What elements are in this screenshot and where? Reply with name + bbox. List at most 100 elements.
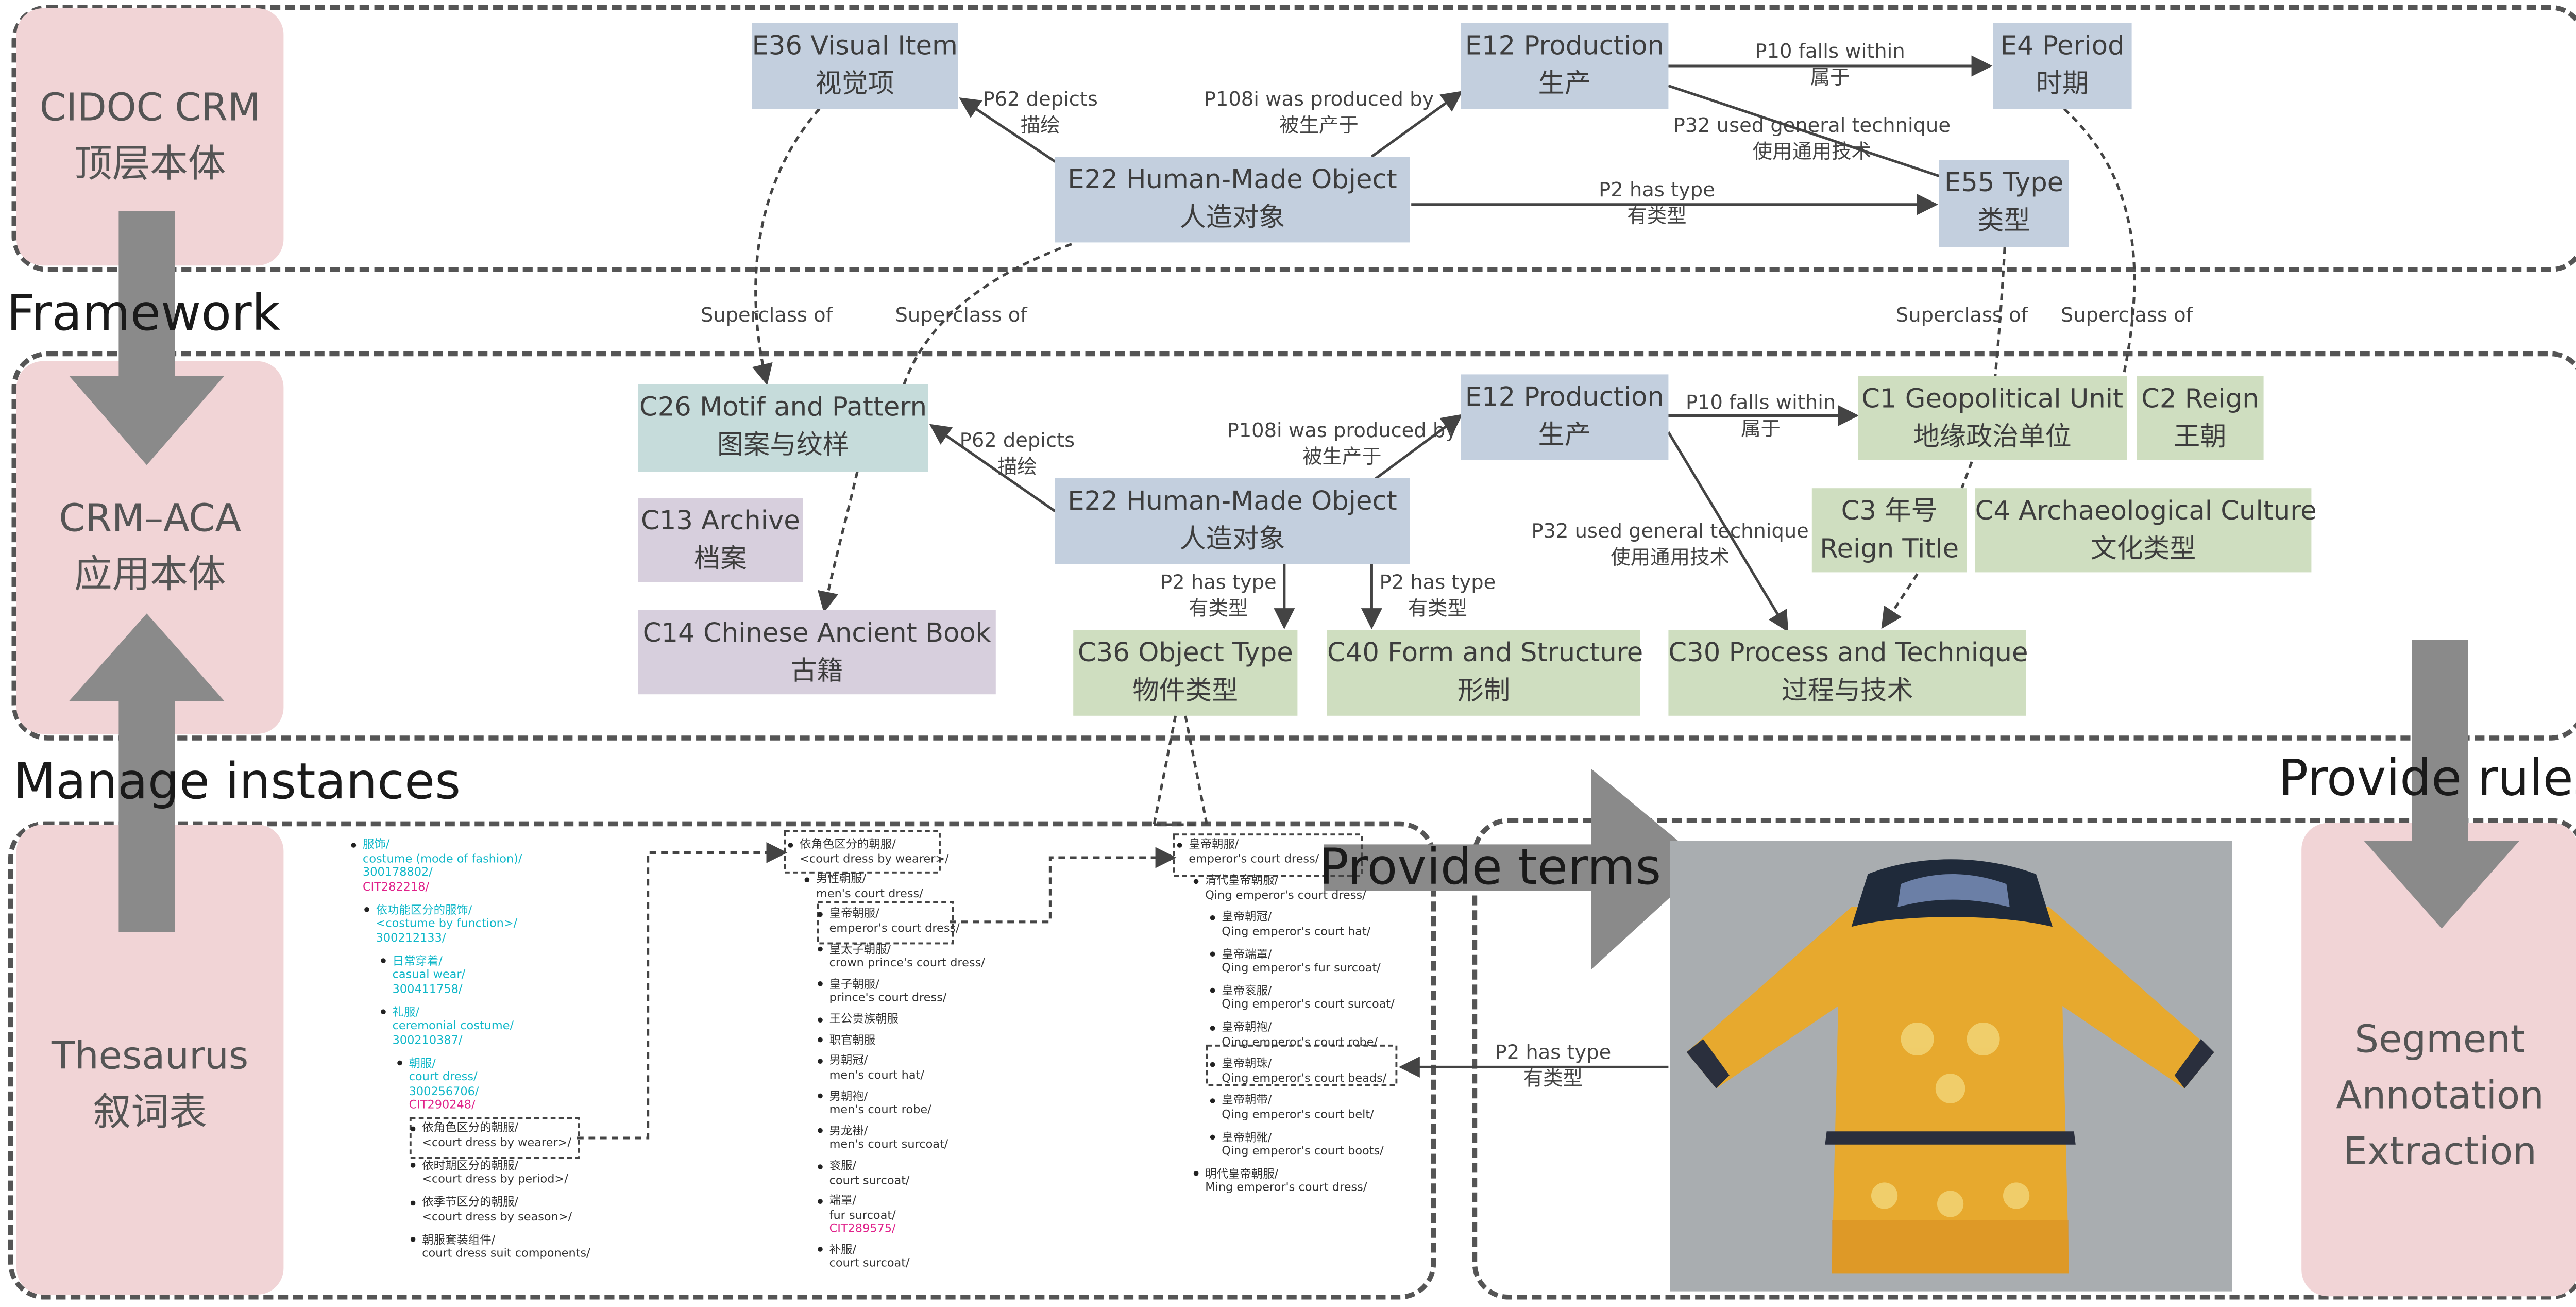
- bullet-icon: [381, 958, 386, 963]
- tree-item[interactable]: 皇帝朝珠/Qing emperor's court beads/: [1210, 1058, 1387, 1085]
- court-robe-image[interactable]: [1670, 841, 2232, 1292]
- edge-label-p108-mid-zh: 被生产于: [1302, 445, 1382, 468]
- tree-item-line: <court dress by wearer>/: [422, 1135, 571, 1149]
- tree-item[interactable]: 清代皇帝朝服/Qing emperor's court dress/: [1193, 875, 1366, 902]
- tree-item[interactable]: 朝服套装组件/court dress suit components/: [410, 1233, 590, 1261]
- edge-label-p2-top-zh: 有类型: [1627, 204, 1687, 228]
- tree-item[interactable]: 皇帝朝袍/Qing emperor's court robe/: [1210, 1021, 1378, 1049]
- tree-item-line: Qing emperor's court belt/: [1222, 1108, 1374, 1121]
- tree-item-line: 服饰/: [351, 838, 522, 852]
- tree-item[interactable]: 皇太子朝服/crown prince's court dress/: [818, 943, 985, 970]
- tree-item[interactable]: 皇帝朝带/Qing emperor's court belt/: [1210, 1094, 1374, 1122]
- node-c14-zh: 古籍: [790, 655, 843, 686]
- bullet-icon: [818, 1016, 823, 1022]
- tree-item[interactable]: 明代皇帝朝服/Ming emperor's court dress/: [1193, 1167, 1367, 1195]
- edge-label-superclass-2: Superclass of: [895, 303, 1027, 327]
- tree-item[interactable]: 日常穿着/casual wear/300411758/: [381, 954, 465, 996]
- tree-item-line: men's court hat/: [829, 1068, 924, 1082]
- tree-item-line: Qing emperor's court robe/: [1222, 1035, 1378, 1048]
- tree-item[interactable]: 男性朝服/men's court dress/: [804, 873, 923, 900]
- tree-item[interactable]: 皇帝衮服/Qing emperor's court surcoat/: [1210, 984, 1395, 1012]
- bullet-icon: [351, 842, 357, 847]
- bullet-icon: [1210, 988, 1215, 994]
- segment-line-3: Extraction: [2343, 1131, 2537, 1175]
- tree-item-line: Qing emperor's fur surcoat/: [1222, 961, 1381, 975]
- bullet-icon: [410, 1126, 416, 1131]
- node-c14-ancient-book: C14 Chinese Ancient Book 古籍: [638, 610, 996, 695]
- bullet-icon: [818, 947, 823, 952]
- tree-item[interactable]: 依角色区分的朝服/<court dress by wearer>/: [410, 1121, 571, 1149]
- thesaurus-title: Thesaurus: [52, 1035, 249, 1078]
- tree-item[interactable]: 衮服/court surcoat/: [818, 1160, 910, 1187]
- tree-item-line: 清代皇帝朝服/: [1193, 875, 1366, 889]
- tree-item-line: 依功能区分的服饰/: [364, 903, 517, 917]
- node-c14-en: C14 Chinese Ancient Book: [642, 616, 991, 648]
- tree-item-line: 皇帝朝珠/: [1210, 1058, 1387, 1071]
- node-c40-en: C40 Form and Structure: [1327, 636, 1643, 668]
- tree-item[interactable]: 依季节区分的朝服/<court dress by season>/: [410, 1196, 572, 1224]
- edge-label-p2-photo-en: P2 has type: [1495, 1041, 1612, 1064]
- tree-item-line: Qing emperor's court surcoat/: [1222, 998, 1395, 1012]
- node-c2-en: C2 Reign: [2141, 382, 2259, 414]
- tree-item-line: 皇太子朝服/: [818, 943, 985, 957]
- cidoc-band: [11, 5, 2576, 273]
- tree-item[interactable]: 男龙褂/men's court surcoat/: [818, 1125, 948, 1152]
- edge-label-superclass-4: Superclass of: [2060, 303, 2193, 327]
- tree-item[interactable]: 皇帝朝靴/Qing emperor's court boots/: [1210, 1131, 1384, 1159]
- thesaurus-band: [8, 821, 1436, 1300]
- tree-item-line: 皇帝朝带/: [1210, 1094, 1374, 1108]
- bullet-icon: [410, 1163, 416, 1168]
- tree-item-line: Ming emperor's court dress/: [1205, 1181, 1367, 1195]
- bullet-icon: [818, 1247, 823, 1253]
- tree-item[interactable]: 端罩/fur surcoat/CIT289575/: [818, 1194, 896, 1236]
- tree-item-line: <court dress by season>/: [422, 1210, 572, 1223]
- tree-item-line: fur surcoat/: [829, 1208, 896, 1222]
- tree-item-line: 皇帝衮服/: [1210, 984, 1395, 998]
- tree-item[interactable]: 王公贵族朝服: [818, 1013, 899, 1027]
- node-e4-period: E4 Period 时期: [1993, 23, 2132, 109]
- bullet-icon: [1193, 1171, 1199, 1177]
- tree-item-line: costume (mode of fashion)/: [363, 851, 522, 865]
- tree-item-line: CIT282218/: [363, 880, 429, 893]
- tree-item[interactable]: 朝服/court dress/300256706/CIT290248/: [397, 1057, 479, 1113]
- tree-item[interactable]: 依功能区分的服饰/<costume by function>/300212133…: [364, 903, 517, 945]
- edge-label-p2-top-en: P2 has type: [1599, 178, 1715, 202]
- tree-item-line: 皇子朝服/: [818, 978, 946, 992]
- tree-item-line: 日常穿着/: [381, 954, 465, 968]
- tree-item[interactable]: 依时期区分的朝服/<court dress by period>/: [410, 1159, 568, 1186]
- bullet-icon: [804, 877, 810, 882]
- bullet-icon: [397, 1060, 402, 1066]
- bullet-icon: [818, 1093, 823, 1099]
- node-e4-en: E4 Period: [2000, 29, 2125, 61]
- tree-item[interactable]: 男朝袍/men's court robe/: [818, 1090, 931, 1117]
- tree-item[interactable]: 男朝冠/men's court hat/: [818, 1054, 924, 1082]
- tree-item[interactable]: 皇帝端罩/Qing emperor's fur surcoat/: [1210, 948, 1381, 976]
- bullet-icon: [364, 907, 369, 912]
- node-e4-zh: 时期: [2036, 68, 2089, 99]
- tree-item[interactable]: 皇子朝服/prince's court dress/: [818, 978, 946, 1006]
- tree-item[interactable]: 皇帝朝服/emperor's court dress/: [818, 908, 960, 935]
- tree-item-line: court dress suit components/: [422, 1247, 590, 1260]
- node-c36-zh: 物件类型: [1132, 674, 1239, 706]
- tree-item-line: CIT289575/: [829, 1222, 896, 1236]
- tree-item-line: 王公贵族朝服: [818, 1013, 899, 1027]
- node-c1-en: C1 Geopolitical Unit: [1861, 382, 2124, 414]
- tree-item[interactable]: 补服/court surcoat/: [818, 1243, 910, 1271]
- tree-item[interactable]: 皇帝朝冠/Qing emperor's court hat/: [1210, 911, 1370, 939]
- tree-item-line: 衮服/: [818, 1160, 909, 1174]
- tree-item[interactable]: 皇帝朝服/emperor's court dress/: [1177, 838, 1319, 866]
- node-c36-en: C36 Object Type: [1077, 636, 1293, 668]
- tree-item[interactable]: 礼服/ceremonial costume/300210387/: [381, 1005, 514, 1047]
- tree-item[interactable]: 依角色区分的朝服/<court dress by wearer>/: [788, 838, 949, 866]
- segment-panel: Segment Annotation Extraction: [2301, 823, 2576, 1297]
- provide-terms-label: Provide terms: [1319, 839, 1662, 897]
- tree-item[interactable]: 服饰/costume (mode of fashion)/300178802/C…: [351, 838, 522, 894]
- tree-item[interactable]: 职官朝服: [818, 1033, 875, 1047]
